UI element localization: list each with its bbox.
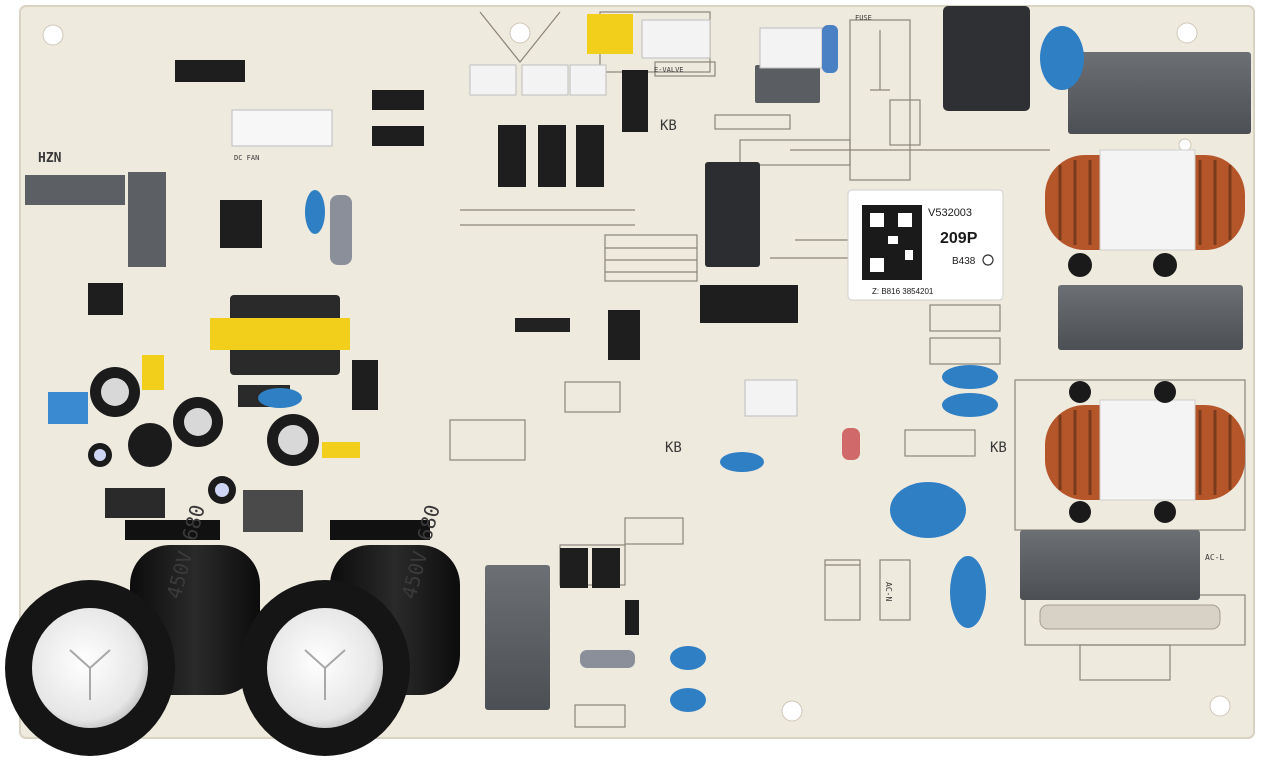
kb-watermark-1: KB <box>660 118 677 134</box>
yellow-capacitor <box>322 442 360 458</box>
sticker-sub: B438 <box>952 256 976 267</box>
bulk-capacitor-1: 450V 680 <box>5 502 260 756</box>
blue-capacitors <box>48 26 1084 712</box>
relays <box>238 6 1251 710</box>
voltage-regulator <box>243 490 303 532</box>
fuse-label: FUSE <box>855 14 872 22</box>
sticker-model: 209P <box>940 230 978 247</box>
black-label-strip-2 <box>330 520 430 540</box>
ac-l-label: AC-L <box>1205 553 1224 562</box>
mounting-holes <box>42 22 1231 722</box>
switching-transformer <box>210 295 350 375</box>
heatsink-bar-upright <box>128 172 166 267</box>
diodes <box>88 60 648 635</box>
ac-n-label: AC-N <box>884 582 893 601</box>
connectors <box>105 14 823 518</box>
dc-fan-label: DC FAN <box>234 154 259 162</box>
choke-bottom <box>1045 381 1245 523</box>
bulk-capacitor-2: 450V 680 <box>240 502 460 756</box>
resistors <box>330 25 1221 668</box>
silk-labels: HZN DC FAN E-VALVE FUSE AC-N AC-L KB KB … <box>38 14 1224 601</box>
board-id-label: HZN <box>38 151 62 166</box>
label-sticker: V532003 209P B438 Z: B816 3854201 <box>847 189 1004 301</box>
heatsink-bar-left <box>25 175 125 205</box>
small-electrolytics <box>88 367 319 504</box>
choke-top <box>1045 149 1245 277</box>
sticker-code: V532003 <box>928 207 972 219</box>
kb-watermark-3: KB <box>990 440 1007 456</box>
silkscreen-lines <box>449 11 1246 728</box>
pcb-board <box>19 5 1255 739</box>
sticker-serial: Z: B816 3854201 <box>872 287 934 296</box>
e-valve-label: E-VALVE <box>654 66 684 74</box>
yellow-film-cap <box>142 355 164 390</box>
black-label-strip-1 <box>125 520 220 540</box>
kb-watermark-2: KB <box>665 440 682 456</box>
